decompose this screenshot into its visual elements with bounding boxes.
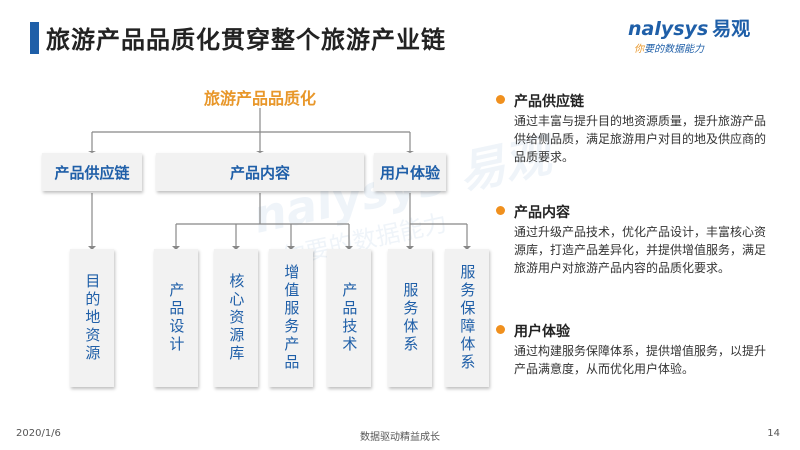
legend-heading: 产品内容 [514,205,570,221]
bullet-dot-icon [496,325,505,334]
node-product-content: 产品内容 [156,153,364,191]
logo-slogan-accent: 你 [634,44,644,55]
node-product-design-label: 产品设计 [167,282,186,354]
arrow-design [172,246,180,250]
title-accent-bar [30,22,39,54]
node-product-technology-label: 产品技术 [340,282,359,354]
node-value-added-services: 增值服务产品 [269,249,313,387]
arrow-tech [345,246,353,250]
diagram-root: 旅游产品品质化 [203,89,316,108]
arrow-core [232,246,240,250]
logo-brand-cn: 易观 [712,18,751,40]
legend-description: 通过构建服务保障体系，提供增值服务，以提升产品满意度，从而优化用户体验。 [514,344,767,376]
node-value-added-services-label: 增值服务产品 [282,264,301,372]
node-supply-chain: 产品供应链 [42,153,142,191]
logo-brand-en: nalysys [628,18,709,40]
arrow-content [256,151,264,153]
arrow-experience [406,151,414,153]
node-product-design: 产品设计 [154,249,198,387]
bullet-dot-icon [496,95,505,104]
logo-slogan: 你要的数据能力 [634,40,704,55]
arrow-supply [88,151,96,153]
arrow-service [406,246,414,250]
node-service-guarantee-system: 服务保障体系 [445,249,489,387]
logo-slogan-text: 要的数据能力 [644,44,704,55]
node-core-resource-library-label: 核心资源库 [227,273,246,363]
node-user-experience: 用户体验 [374,153,446,191]
node-destination-resources-label: 目的地资源 [83,273,102,363]
legend-heading: 用户体验 [514,324,570,340]
legend-description: 通过丰富与提升目的地资源质量，提升旅游产品供给侧品质，满足旅游用户对目的地及供应… [514,114,767,164]
node-destination-resources: 目的地资源 [70,249,114,387]
node-service-guarantee-system-label: 服务保障体系 [458,264,477,372]
arrow-value [287,246,295,250]
footer-date: 2020/1/6 [16,428,61,439]
legend-description: 通过升级产品技术，优化产品设计，丰富核心资源库，打造产品差异化，并提供增值服务，… [514,225,767,275]
page-title: 旅游产品品质化贯穿整个旅游产业链 [46,26,446,54]
legend-heading: 产品供应链 [514,94,584,110]
node-product-technology: 产品技术 [327,249,371,387]
bullet-dot-icon [496,206,505,215]
node-core-resource-library: 核心资源库 [214,249,258,387]
arrow-destination [88,246,96,250]
node-service-system-label: 服务体系 [401,282,420,354]
arrow-guarantee [463,246,471,250]
page-number: 14 [767,428,780,439]
node-service-system: 服务体系 [388,249,432,387]
footer-slogan: 数据驱动精益成长 [360,432,440,443]
